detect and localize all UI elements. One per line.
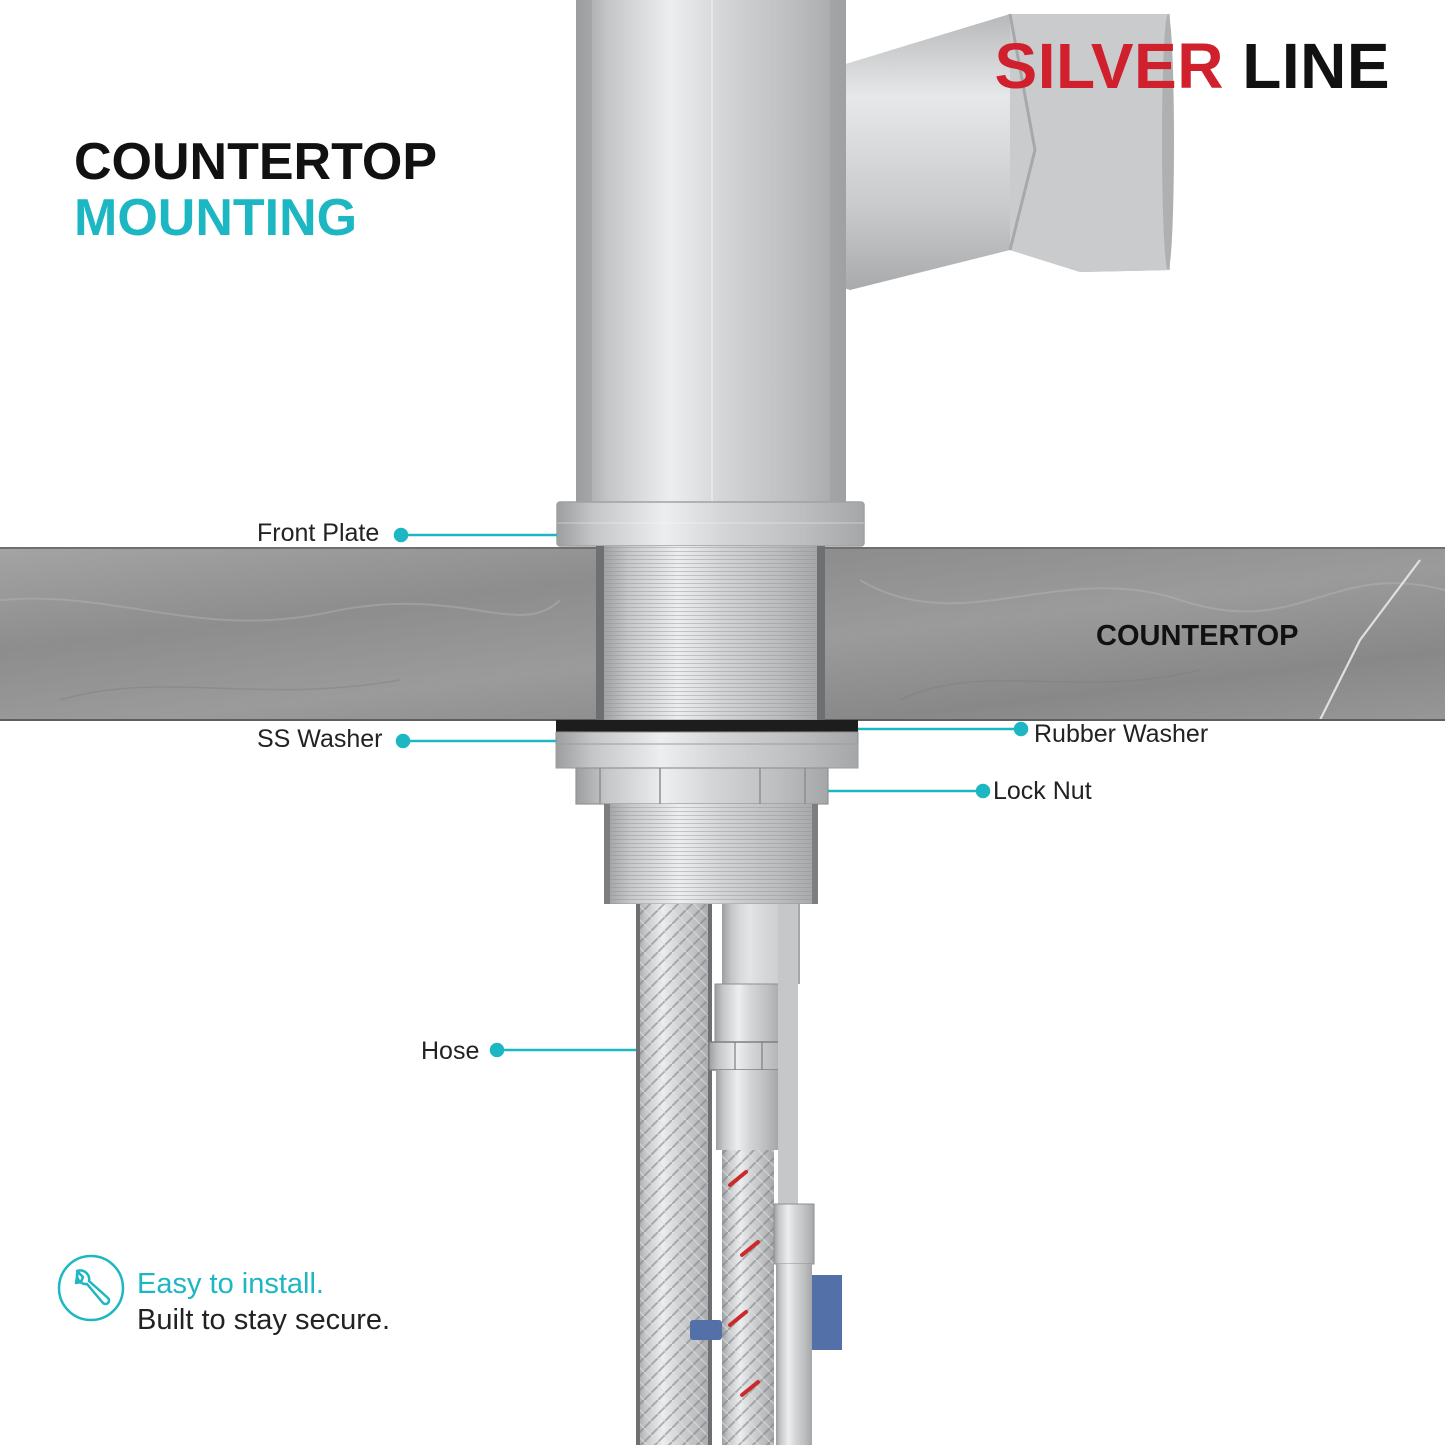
callout-leaders bbox=[393, 527, 1029, 1058]
rubber-washer bbox=[556, 720, 858, 732]
brand-logo: SILVER LINE bbox=[995, 34, 1390, 98]
wrench-icon bbox=[57, 1254, 125, 1322]
callout-front-plate: Front Plate bbox=[257, 519, 380, 547]
heading-line-2: MOUNTING bbox=[74, 189, 358, 247]
hose bbox=[636, 904, 712, 1445]
supply-tube bbox=[690, 904, 842, 1445]
heading-line-1: COUNTERTOP bbox=[74, 133, 438, 191]
spout-arm bbox=[760, 13, 1174, 290]
threaded-shank bbox=[596, 546, 825, 720]
lock-nut bbox=[575, 767, 829, 805]
brand-logo-part2: LINE bbox=[1242, 30, 1390, 102]
feature-callout: Easy to install. Built to stay secure. bbox=[56, 1253, 476, 1343]
ss-washer bbox=[555, 731, 859, 745]
callout-ss-washer: SS Washer bbox=[257, 725, 383, 753]
lower-shank bbox=[604, 804, 818, 904]
feature-line-2: Built to stay secure. bbox=[137, 1304, 391, 1336]
feature-line-1: Easy to install. bbox=[137, 1268, 324, 1300]
callout-lock-nut: Lock Nut bbox=[993, 777, 1092, 805]
callout-hose: Hose bbox=[421, 1037, 480, 1065]
front-plate bbox=[556, 501, 865, 547]
page-heading: COUNTERTOP MOUNTING bbox=[74, 134, 437, 246]
brand-logo-part1: SILVER bbox=[994, 30, 1224, 102]
countertop-label: COUNTERTOP bbox=[1096, 620, 1299, 652]
faucet-body bbox=[576, 0, 846, 505]
callout-rubber-washer: Rubber Washer bbox=[1034, 720, 1209, 748]
